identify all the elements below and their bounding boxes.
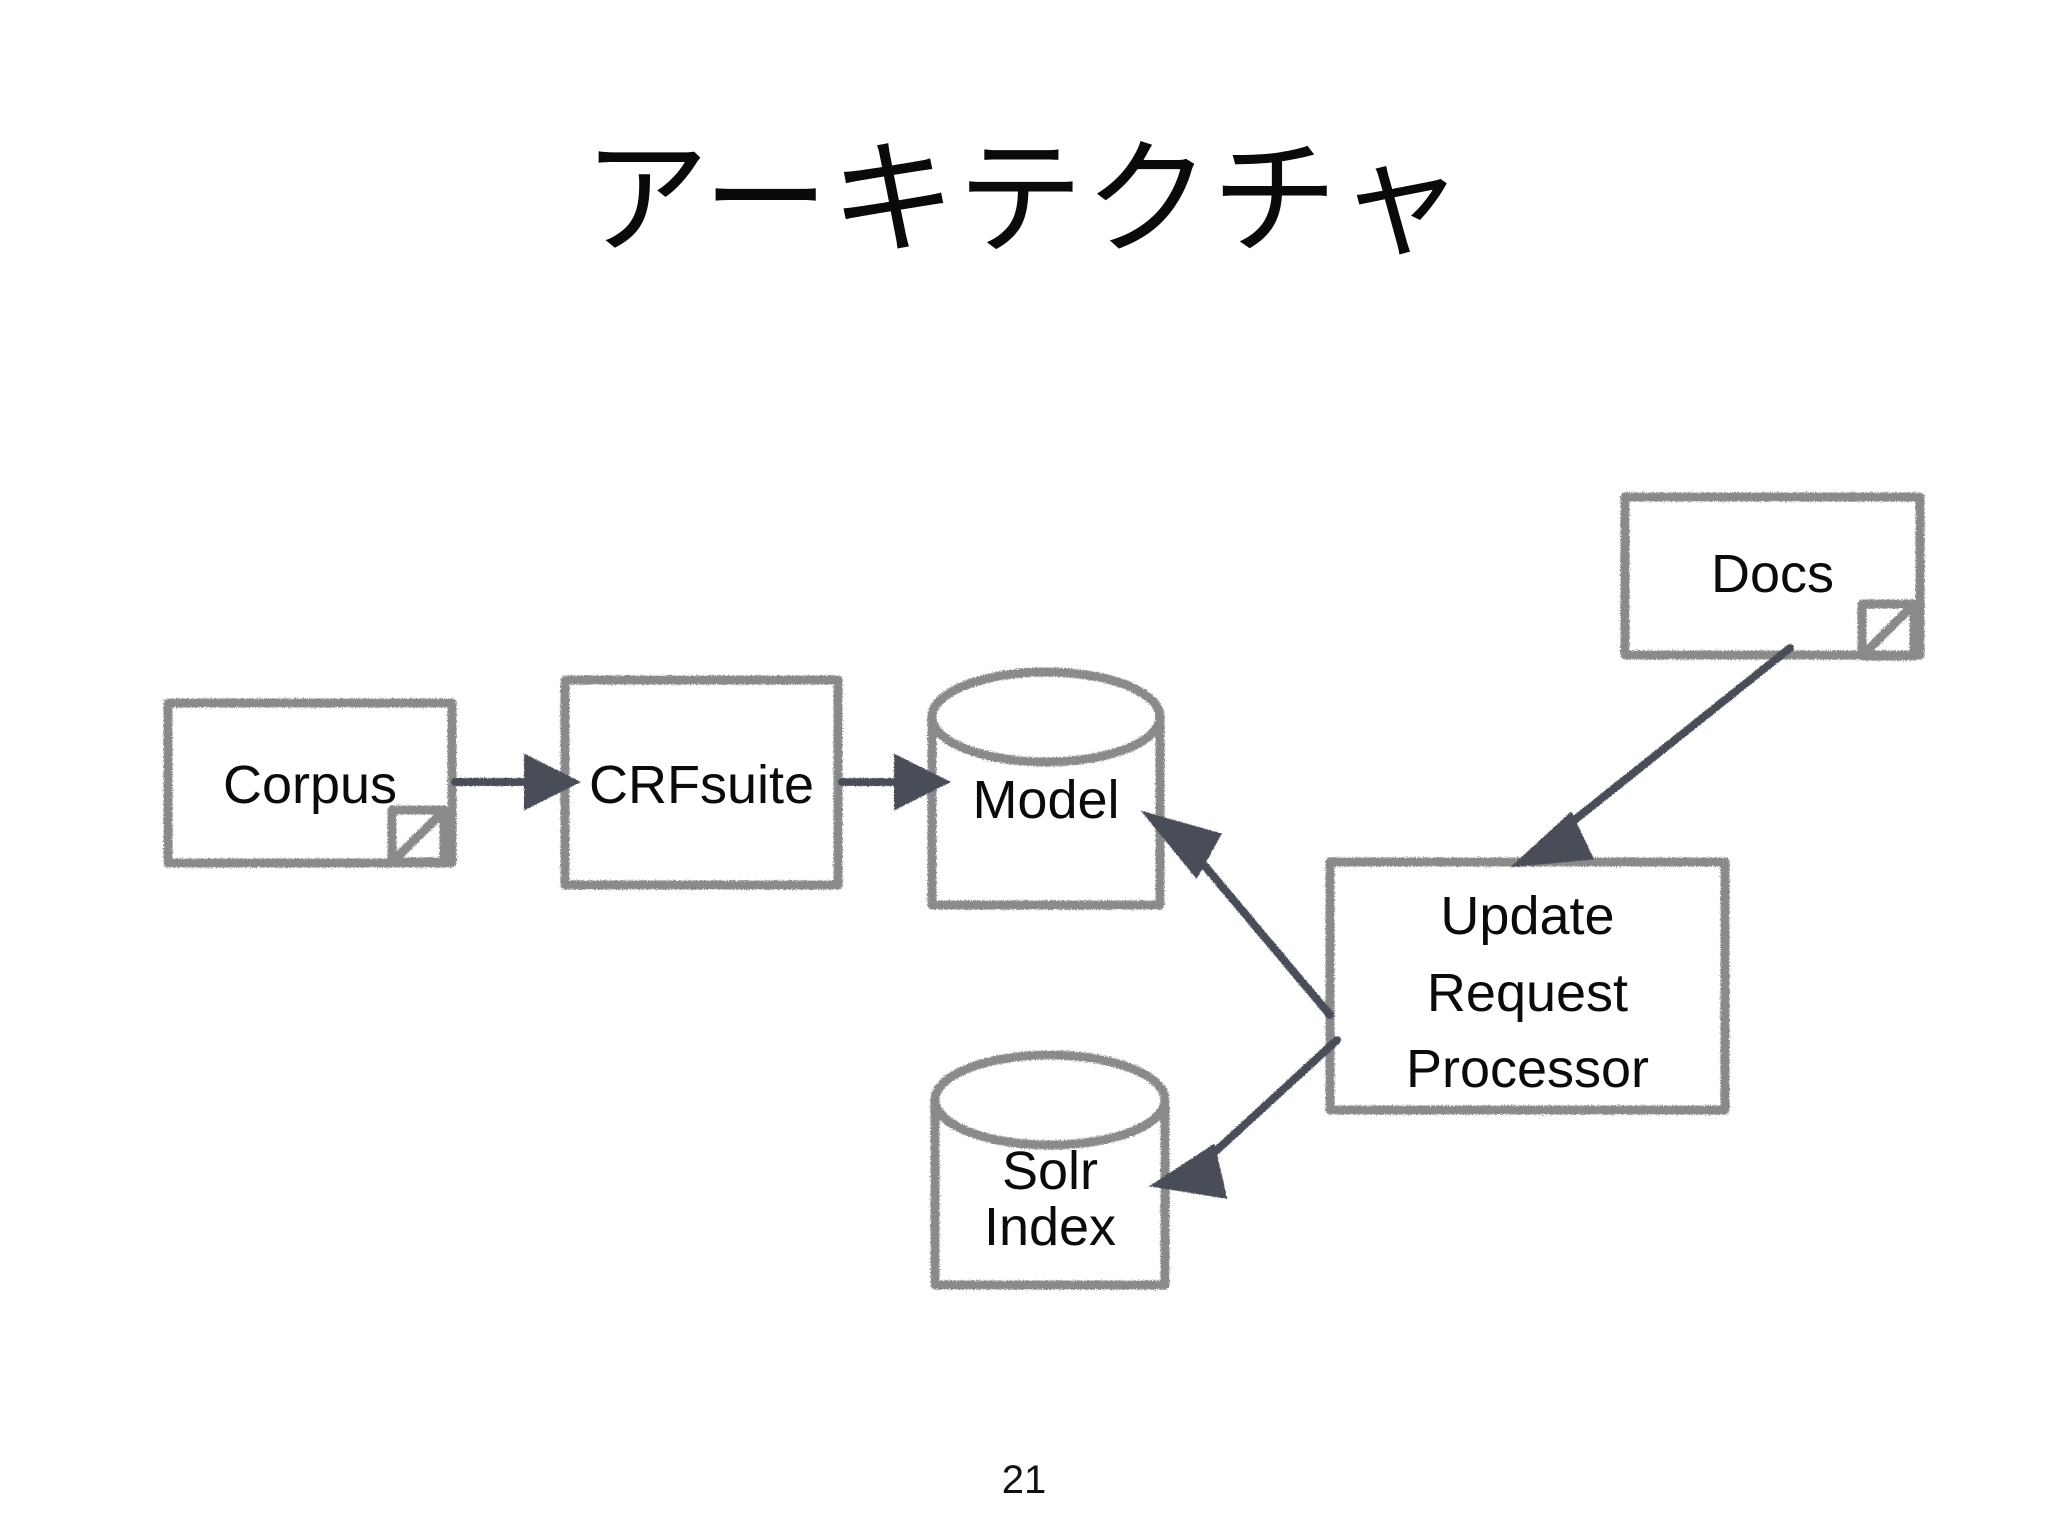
edge-docs-to-urp	[1510, 644, 1794, 868]
page-title: アーキテクチャ	[583, 129, 1465, 270]
node-label-model: Model	[972, 770, 1120, 830]
node-label-corpus: Corpus	[222, 755, 398, 815]
edge-crfsuite-to-model	[838, 753, 951, 811]
node-label-solr-index: Solr Index	[983, 1141, 1117, 1257]
edge-urp-to-model	[1140, 810, 1334, 1019]
edge-corpus-to-crfsuite	[451, 753, 581, 811]
node-label-update-request-processor: Update Request Processor	[1405, 886, 1650, 1100]
node-label-crfsuite: CRFsuite	[588, 755, 815, 815]
node-label-docs: Docs	[1710, 544, 1835, 604]
edge-urp-to-solr	[1149, 1036, 1341, 1199]
page-number: 21	[1001, 1458, 1047, 1502]
